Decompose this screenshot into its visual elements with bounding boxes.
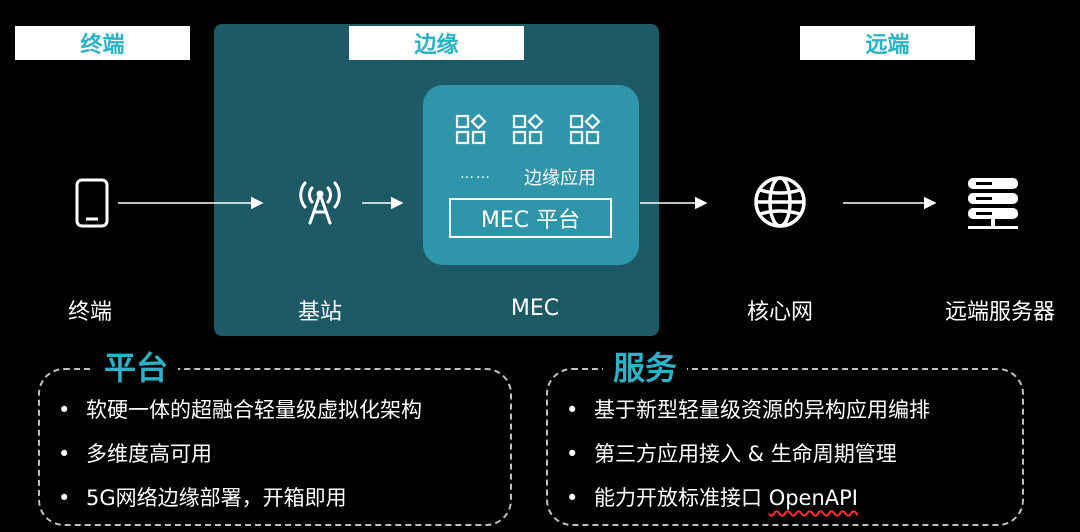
list-item: • 基于新型轻量级资源的异构应用编排	[566, 395, 930, 425]
service-section-box	[546, 368, 1024, 526]
server-icon	[968, 178, 1018, 229]
node-label-base-station: 基站	[297, 300, 342, 325]
list-item-text: 能力开放标准接口	[594, 486, 769, 510]
mec-platform-label: MEC 平台	[449, 198, 612, 238]
node-label-mec: MEC	[510, 296, 560, 321]
service-bullet-list: • 基于新型轻量级资源的异构应用编排 • 第三方应用接入 & 生命周期管理 • 能力开…	[566, 395, 930, 513]
list-item: • 多维度高可用	[58, 439, 422, 469]
platform-section-box	[38, 368, 512, 526]
list-item-text: 基于新型轻量级资源的异构应用编排	[594, 398, 930, 422]
node-label-remote-server: 远端服务器	[944, 300, 1055, 325]
list-item-text: 第三方应用接入 & 生命周期管理	[594, 442, 897, 466]
header-terminal: 终端	[15, 26, 190, 60]
app-grid-icon	[569, 114, 601, 145]
antenna-icon	[299, 181, 341, 225]
bullet-dot: •	[566, 442, 579, 466]
list-item: • 第三方应用接入 & 生命周期管理	[566, 439, 930, 469]
list-item: • 软硬一体的超融合轻量级虚拟化架构	[58, 395, 422, 425]
bullet-dot: •	[58, 442, 71, 466]
list-item-text: 5G网络边缘部署，开箱即用	[86, 486, 347, 510]
node-label-core-network: 核心网	[746, 300, 813, 325]
list-item: • 能力开放标准接口 OpenAPI	[566, 483, 930, 513]
edge-apps-label: 边缘应用	[524, 168, 596, 189]
bullet-dot: •	[58, 398, 71, 422]
app-grid-icon	[512, 114, 544, 145]
list-item: • 5G网络边缘部署，开箱即用	[58, 483, 422, 513]
platform-section-title: 平台	[94, 348, 179, 388]
bullet-dot: •	[566, 398, 579, 422]
platform-bullet-list: • 软硬一体的超融合轻量级虚拟化架构 • 多维度高可用 • 5G网络边缘部署，开箱即用	[58, 395, 422, 513]
app-grid-icon	[455, 114, 487, 145]
node-label-terminal: 终端	[67, 300, 112, 325]
list-item-text: 软硬一体的超融合轻量级虚拟化架构	[86, 398, 422, 422]
list-item-text: 多维度高可用	[86, 442, 212, 466]
phone-icon	[75, 178, 109, 228]
header-edge: 边缘	[349, 26, 524, 60]
openapi-text: OpenAPI	[768, 486, 858, 510]
bullet-dot: •	[566, 486, 579, 510]
bullet-dot: •	[58, 486, 71, 510]
service-section-title: 服务	[603, 348, 688, 388]
header-remote: 远端	[800, 26, 975, 60]
ellipsis: ……	[460, 166, 492, 182]
globe-icon	[754, 176, 806, 228]
